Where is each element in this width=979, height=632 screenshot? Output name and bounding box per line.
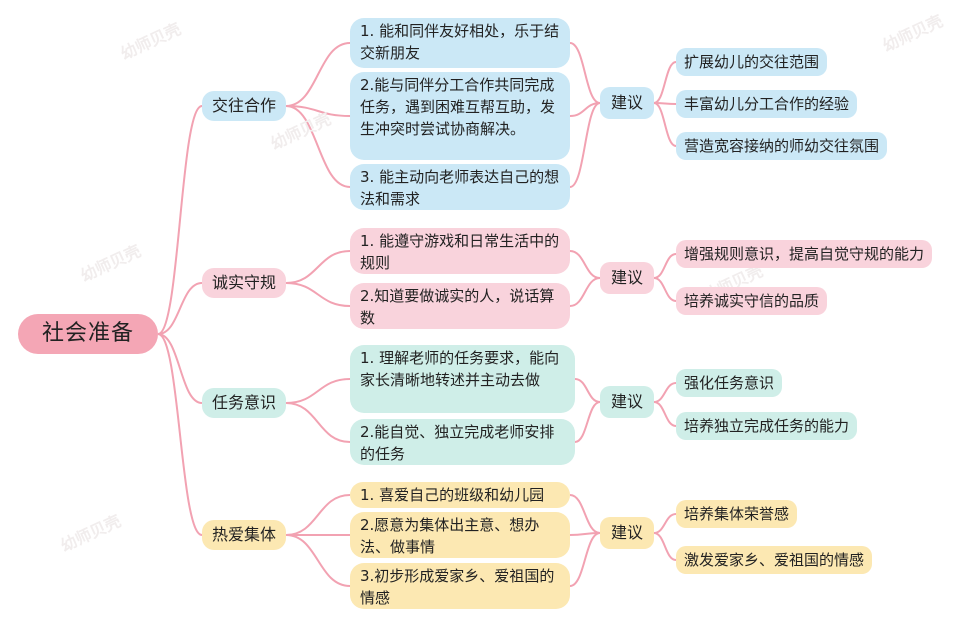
suggestion-item: 扩展幼儿的交往范围 [676, 48, 828, 76]
advice-label[interactable]: 建议 [600, 87, 654, 119]
list-item: 2.能自觉、独立完成老师安排的任务 [350, 419, 575, 465]
connector-line [653, 401, 677, 427]
topic-love-collective[interactable]: 热爱集体 [202, 520, 286, 550]
connector-line [653, 513, 677, 534]
advice-label[interactable]: 建议 [600, 262, 654, 294]
suggestion-item: 增强规则意识，提高自觉守规的能力 [676, 240, 933, 268]
list-item: 2.知道要做诚实的人，说话算数 [350, 283, 570, 329]
list-item: 1. 能遵守游戏和日常生活中的规则 [350, 228, 570, 274]
connector-line [157, 105, 203, 335]
topic-honesty-rules[interactable]: 诚实守规 [202, 268, 286, 298]
suggestion-item: 强化任务意识 [676, 369, 783, 397]
connector-line [285, 282, 351, 307]
list-item: 1. 能和同伴友好相处，乐于结交新朋友 [350, 18, 570, 68]
connector-line [285, 105, 351, 117]
topic-task-awareness[interactable]: 任务意识 [202, 388, 286, 418]
suggestion-item: 营造宽容接纳的师幼交往氛围 [676, 132, 888, 160]
connector-line [569, 494, 601, 534]
connector-line [569, 532, 601, 587]
connector-line [285, 105, 351, 188]
suggestion-item: 丰富幼儿分工合作的经验 [676, 90, 858, 118]
list-item: 2.愿意为集体出主意、想办法、做事情 [350, 512, 570, 558]
connector-line [574, 378, 601, 403]
connector-line [285, 250, 351, 284]
advice-label[interactable]: 建议 [600, 517, 654, 549]
list-item: 3.初步形成爱家乡、爱祖国的情感 [350, 563, 570, 609]
list-item: 1. 喜爱自己的班级和幼儿园 [350, 482, 570, 508]
advice-label[interactable]: 建议 [600, 386, 654, 418]
list-item: 3. 能主动向老师表达自己的想法和需求 [350, 164, 570, 210]
connector-line [285, 42, 351, 107]
connector-line [569, 42, 601, 104]
connector-line [157, 333, 203, 404]
connector-line [157, 333, 203, 536]
topic-social-cooperation[interactable]: 交往合作 [202, 91, 286, 121]
suggestion-item: 激发爱家乡、爱祖国的情感 [676, 546, 873, 574]
connector-line [569, 277, 601, 307]
suggestion-item: 培养集体荣誉感 [676, 500, 798, 528]
connector-line [285, 378, 351, 404]
connector-line [569, 250, 601, 279]
list-item: 2.能与同伴分工合作共同完成任务，遇到困难互帮互助，发生冲突时尝试协商解决。 [350, 72, 570, 160]
connector-line [285, 534, 351, 587]
connector-line [653, 102, 677, 147]
connector-line [574, 401, 601, 443]
suggestion-item: 培养独立完成任务的能力 [676, 412, 858, 440]
connector-line [157, 282, 203, 335]
connector-line [653, 277, 677, 302]
connector-line [285, 402, 351, 443]
connector-line [653, 382, 677, 403]
root-topic[interactable]: 社会准备 [18, 314, 158, 354]
connector-line [285, 494, 351, 536]
suggestion-item: 培养诚实守信的品质 [676, 287, 828, 315]
list-item: 1. 理解老师的任务要求，能向家长清晰地转述并主动去做 [350, 345, 575, 413]
connector-line [653, 253, 677, 279]
connector-line [653, 61, 677, 104]
connector-line [569, 102, 601, 188]
connector-line [653, 532, 677, 561]
